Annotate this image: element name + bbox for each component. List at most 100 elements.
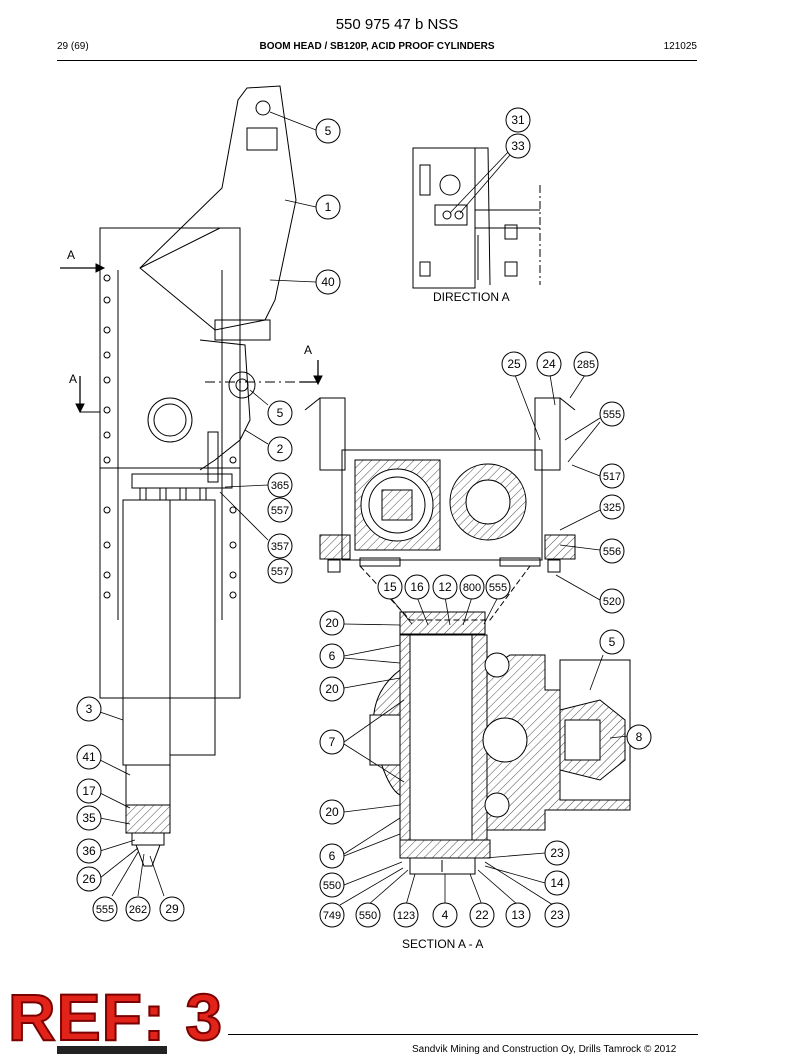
callout-b550b: 550 [355,902,381,928]
section-aa-caption: SECTION A - A [402,937,484,951]
callout-label: 20 [325,682,339,696]
callout-label: 556 [603,546,621,558]
callout-b557a: 557 [267,497,293,523]
callout-b325: 325 [599,494,625,520]
callout-b17: 17 [76,778,102,804]
callout-b550a: 550 [319,872,345,898]
callout-label: 14 [550,876,564,890]
callout-label: 31 [511,113,525,127]
callout-label: 41 [82,750,96,764]
callout-b24: 24 [536,351,562,377]
callout-label: 8 [636,730,643,744]
callout-b4: 4 [432,902,458,928]
callout-label: 17 [82,784,96,798]
callout-b36: 36 [76,838,102,864]
callout-b557b: 557 [267,558,293,584]
callout-b285: 285 [573,351,599,377]
callout-label: 1 [325,200,332,214]
callout-label: 40 [321,275,335,289]
callout-label: 7 [329,735,336,749]
callout-b14: 14 [544,870,570,896]
ref-stamp: REF: 3 [7,980,224,1054]
callout-label: 33 [511,139,525,153]
callout-label: 15 [383,580,397,594]
callout-b357: 357 [267,533,293,559]
callout-b556: 556 [599,538,625,564]
callout-b517: 517 [599,463,625,489]
callout-label: 12 [438,580,452,594]
callout-label: 262 [129,904,147,916]
callout-label: 29 [165,902,179,916]
callout-label: 23 [550,908,564,922]
callout-b33: 33 [505,133,531,159]
callout-label: 550 [359,910,377,922]
callout-label: 123 [397,910,415,922]
callout-label: 557 [271,566,289,578]
callout-label: 6 [329,649,336,663]
callout-label: 35 [82,811,96,825]
callout-b26: 26 [76,866,102,892]
callout-b20a: 20 [319,610,345,636]
callout-b365: 365 [267,472,293,498]
callout-label: 357 [271,541,289,553]
callout-label: 4 [442,908,449,922]
callout-b5c: 5 [599,629,625,655]
callout-b262: 262 [125,896,151,922]
callout-b12: 12 [432,574,458,600]
date-code: 121025 [663,41,697,52]
callout-label: 5 [609,635,616,649]
callout-b555b: 555 [599,401,625,427]
callout-label: 6 [329,849,336,863]
section-marker-a-top-left: A [67,248,76,262]
section-aa-upper [304,397,576,621]
page-title: BOOM HEAD / SB120P, ACID PROOF CYLINDERS [259,41,495,52]
footer-copyright: Sandvik Mining and Construction Oy, Dril… [412,1044,677,1055]
section-aa-lower [369,611,631,875]
callout-b520: 520 [599,588,625,614]
callout-label: 13 [511,908,525,922]
callout-label: 555 [96,904,114,916]
callout-b35: 35 [76,805,102,831]
callout-label: 16 [410,580,424,594]
callout-label: 285 [577,359,595,371]
callout-b749: 749 [319,902,345,928]
section-marker-a-left: A [69,372,78,386]
callout-label: 20 [325,616,339,630]
sandvik-logo [57,1046,167,1054]
callout-label: 26 [82,872,96,886]
callout-label: 555 [489,582,507,594]
callout-b23a: 23 [544,840,570,866]
callout-b5b: 5 [267,400,293,426]
callout-b13: 13 [505,902,531,928]
callout-b6a: 6 [319,643,345,669]
callout-label: 5 [325,124,332,138]
document-number: 550 975 47 b NSS [335,16,459,33]
callout-label: 22 [475,908,489,922]
callout-label: 520 [603,596,621,608]
callout-b3: 3 [76,696,102,722]
callout-b7: 7 [319,729,345,755]
callout-b5a: 5 [315,118,341,144]
section-marker-a-right: A [304,343,313,357]
callout-label: 555 [603,409,621,421]
callout-b20c: 20 [319,799,345,825]
callout-b2: 2 [267,436,293,462]
callout-label: 800 [463,582,481,594]
callout-b41: 41 [76,744,102,770]
callout-b15: 15 [377,574,403,600]
callout-label: 36 [82,844,96,858]
callout-b23b: 23 [544,902,570,928]
callout-label: 20 [325,805,339,819]
header-rule [57,60,697,61]
callout-b20b: 20 [319,676,345,702]
callout-b22: 22 [469,902,495,928]
callout-label: 24 [542,357,556,371]
callout-b6b: 6 [319,843,345,869]
callout-b800: 800 [459,574,485,600]
callout-label: 3 [86,702,93,716]
callout-label: 325 [603,502,621,514]
boom-head-view [60,85,323,867]
callout-b25: 25 [501,351,527,377]
callout-b31: 31 [505,107,531,133]
